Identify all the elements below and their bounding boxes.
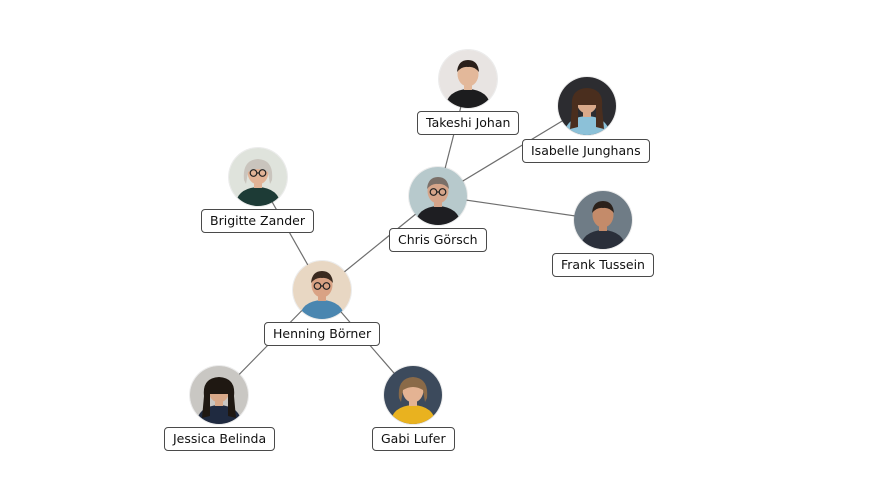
avatar-frank[interactable]: [574, 191, 632, 249]
avatar-portrait: [409, 167, 467, 225]
name-label-jessica[interactable]: Jessica Belinda: [164, 427, 276, 451]
avatar-gabi[interactable]: [384, 366, 442, 424]
name-label-frank[interactable]: Frank Tussein: [552, 253, 654, 277]
name-label-chris[interactable]: Chris Görsch: [389, 228, 487, 252]
avatar-henning[interactable]: [293, 261, 351, 319]
name-label-gabi[interactable]: Gabi Lufer: [372, 427, 455, 451]
name-label-takeshi[interactable]: Takeshi Johan: [417, 111, 520, 135]
avatar-portrait: [439, 50, 497, 108]
avatar-portrait: [293, 261, 351, 319]
name-label-isabelle[interactable]: Isabelle Junghans: [522, 139, 650, 163]
avatar-isabelle[interactable]: [558, 77, 616, 135]
avatar-portrait: [384, 366, 442, 424]
avatar-chris[interactable]: [409, 167, 467, 225]
avatar-jessica[interactable]: [190, 366, 248, 424]
avatar-portrait: [574, 191, 632, 249]
avatar-portrait: [190, 366, 248, 424]
avatar-portrait: [558, 77, 616, 135]
name-label-brigitte[interactable]: Brigitte Zander: [201, 209, 314, 233]
avatar-portrait: [229, 148, 287, 206]
avatar-brigitte[interactable]: [229, 148, 287, 206]
avatar-takeshi[interactable]: [439, 50, 497, 108]
name-label-henning[interactable]: Henning Börner: [264, 322, 381, 346]
